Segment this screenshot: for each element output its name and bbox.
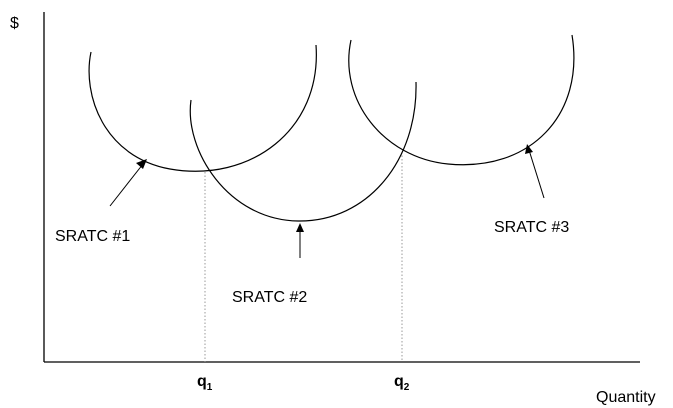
q2-tick-base: q xyxy=(394,373,404,390)
sratc-1-curve xyxy=(88,44,317,172)
sratc-1-label: SRATC #1 xyxy=(55,228,130,245)
q1-tick-subscript: 1 xyxy=(207,382,213,393)
y-axis-label: $ xyxy=(10,15,19,32)
sratc-2-arrowhead xyxy=(296,223,304,232)
sratc-1-arrow xyxy=(109,163,144,207)
q2-tick-subscript: 2 xyxy=(404,382,410,393)
sratc-2-label: SRATC #2 xyxy=(232,289,307,306)
sratc-1-arrowhead xyxy=(136,159,147,169)
sratc-3-arrow xyxy=(528,149,545,199)
sratc-2-curve xyxy=(189,81,417,222)
q2-tick-label: q2 xyxy=(394,373,410,393)
x-axis-label: Quantity xyxy=(596,389,656,406)
sratc-3-curve xyxy=(348,34,575,166)
q1-tick-base: q xyxy=(197,373,207,390)
sratc-3-arrowhead xyxy=(525,144,533,154)
q1-tick-label: q1 xyxy=(197,373,213,393)
sratc-3-label: SRATC #3 xyxy=(494,219,569,236)
